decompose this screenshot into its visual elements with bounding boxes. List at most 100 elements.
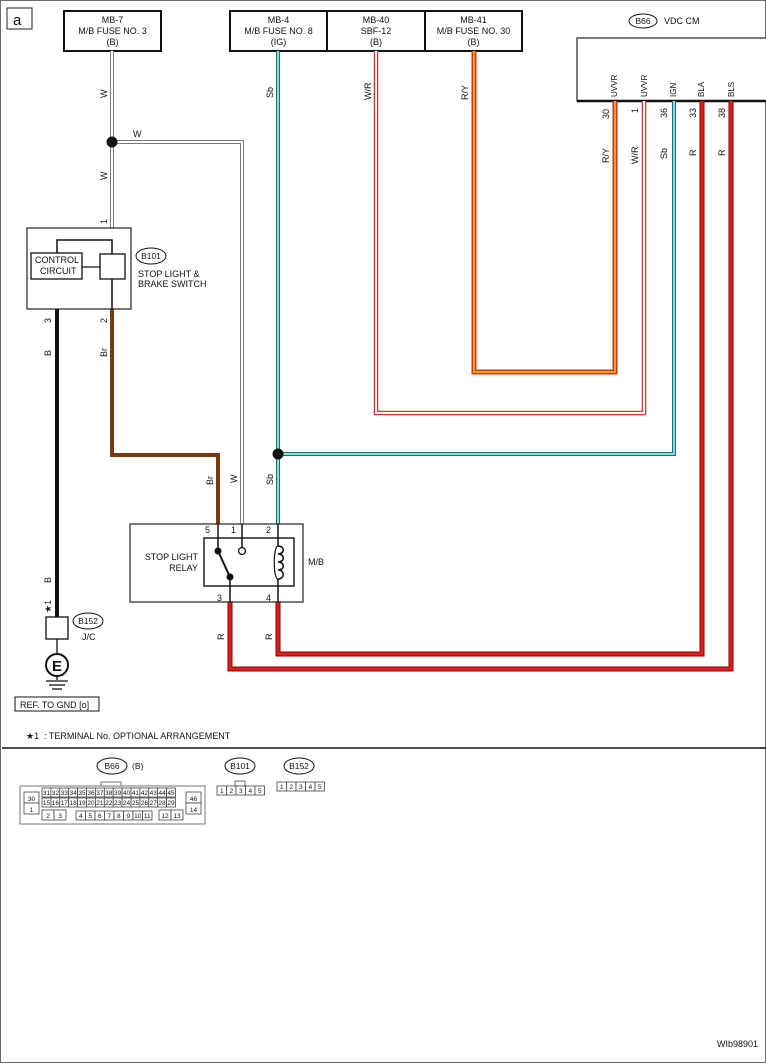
- relay-pin1: 1: [231, 525, 236, 535]
- b66-pin-15: 15: [43, 800, 51, 807]
- b66-pin-31: 31: [43, 790, 51, 797]
- b66-pin-21: 21: [96, 800, 104, 807]
- b66-pin-13: 13: [173, 813, 181, 820]
- vdc-wire-sb: Sb: [659, 148, 669, 159]
- b66-pin-35: 35: [78, 790, 86, 797]
- ground-star: ★1: [43, 600, 53, 613]
- fuse-mb4-line3: (IG): [271, 37, 287, 47]
- vdc-wire-wr: W/R: [630, 146, 640, 164]
- switch-pin3: 3: [43, 318, 53, 323]
- control-circuit-line2: CIRCUIT: [40, 266, 77, 276]
- b66-pin-14: 14: [190, 807, 198, 814]
- vdc-cm: B66 VDC CM UVVR UVVR IGN BLA BLS 30 1 36…: [576, 13, 766, 164]
- relay-name-line1: STOP LIGHT: [145, 552, 199, 562]
- ground-jc: J/C: [82, 632, 96, 642]
- corner-label-box: [6, 7, 33, 30]
- b66-pin-40: 40: [123, 790, 131, 797]
- control-circuit-line1: CONTROL: [35, 255, 79, 265]
- fuse-mb41-line2: M/B FUSE NO. 30: [437, 26, 511, 36]
- relay-coil-icon: [277, 545, 284, 580]
- b66-pin-39: 39: [114, 790, 122, 797]
- fuse-mb41-line1: MB-41: [460, 15, 487, 25]
- label-wr-top: W/R: [363, 82, 373, 100]
- b66-pin-13-cell: [170, 809, 184, 821]
- b66-pin-25: 25: [132, 800, 140, 807]
- switch-pin1: 1: [99, 219, 109, 224]
- b66-pin-4: 4: [79, 813, 83, 820]
- label-b-lower: B: [43, 577, 53, 583]
- b66-pin-28: 28: [159, 800, 167, 807]
- label-br-left: Br: [99, 348, 109, 357]
- relay-pin2: 2: [266, 525, 271, 535]
- wire-red: [227, 101, 734, 672]
- vdc-wire-ry: R/Y: [601, 148, 611, 163]
- fuse-mb7-line3: (B): [107, 37, 119, 47]
- b66-pin-10: 10: [134, 813, 142, 820]
- b101-pin-3: 3: [239, 788, 243, 795]
- corner-label: a: [13, 12, 22, 29]
- b66-suffix: (B): [132, 761, 144, 771]
- b152-pin-3: 3: [299, 784, 303, 791]
- b152-pin-2: 2: [289, 784, 293, 791]
- b66-pin-12: 12: [161, 813, 169, 820]
- b66-pin-34: 34: [70, 790, 78, 797]
- fuse-mb40-line2: SBF-12: [361, 26, 392, 36]
- control-circuit-box: [30, 252, 83, 280]
- relay-name-line2: RELAY: [169, 563, 198, 573]
- vdc-wire-r-33: R: [688, 149, 698, 156]
- b101-pin-1: 1: [220, 788, 224, 795]
- fuse-mb40: MB-40 SBF-12 (B): [326, 10, 426, 52]
- b66-pin-29-cell: [166, 797, 176, 808]
- wire-white-red: [373, 51, 647, 416]
- vdc-pinnum-33: 33: [688, 108, 698, 118]
- b66-pin-43: 43: [150, 790, 158, 797]
- switch-pin2: 2: [99, 318, 109, 323]
- b66-pin-20: 20: [87, 800, 95, 807]
- switch-name-line2: BRAKE SWITCH: [138, 279, 207, 289]
- fuse-mb41: MB-41 M/B FUSE NO. 30 (B): [424, 10, 523, 52]
- b66-pin-19: 19: [78, 800, 86, 807]
- vdc-pin-bls: BLS: [727, 82, 736, 97]
- vdc-wire-r-38: R: [717, 149, 727, 156]
- b66-pin-30: 30: [28, 796, 36, 803]
- b66-pin-45: 45: [167, 790, 175, 797]
- footnote-text: : TERMINAL No. OPTIONAL ARRANGEMENT: [44, 731, 231, 741]
- b66-pin-3-cell: [53, 809, 67, 821]
- b66-pin-37: 37: [96, 790, 104, 797]
- b101-pin-5: 5: [258, 788, 262, 795]
- fuse-mb7-line1: MB-7: [102, 15, 124, 25]
- relay-location: M/B: [308, 557, 324, 567]
- b66-pin-42: 42: [141, 790, 149, 797]
- vdc-pinnum-30: 30: [601, 109, 611, 119]
- b66-pin-6: 6: [98, 813, 102, 820]
- b66-pin-11-cell: [142, 810, 153, 821]
- fuse-mb4-line1: MB-4: [268, 15, 290, 25]
- fuse-mb4-line2: M/B FUSE NO. 8: [244, 26, 313, 36]
- b66-id: B66: [104, 761, 119, 771]
- b66-pin-44: 44: [159, 790, 167, 797]
- b66-pin-17: 17: [61, 800, 69, 807]
- ground: ★1 B152 J/C E REF. TO GND [o]: [14, 600, 104, 712]
- footnote-mark: ★1: [26, 731, 39, 741]
- stop-light-relay: STOP LIGHT RELAY M/B 5 1 2 3 4: [129, 523, 324, 603]
- b66-pin-1-cell: [23, 802, 40, 815]
- label-w-mid: W: [99, 171, 109, 180]
- b101-pin-5-cell: [254, 785, 265, 796]
- label-w-relay: W: [229, 474, 239, 483]
- b66-pin-38: 38: [105, 790, 113, 797]
- wire-red-yellow: [471, 51, 618, 375]
- relay-pin5: 5: [205, 525, 210, 535]
- fuse-mb41-line3: (B): [468, 37, 480, 47]
- label-b-left: B: [43, 350, 53, 356]
- b152-pin-1: 1: [280, 784, 284, 791]
- ground-connector-id: B152: [78, 616, 98, 626]
- b66-pin-2: 2: [46, 813, 50, 820]
- wire-brown: [110, 309, 220, 524]
- label-r-relay3: R: [216, 633, 226, 640]
- label-w-branch: W: [133, 129, 142, 139]
- b101-key: [234, 780, 246, 787]
